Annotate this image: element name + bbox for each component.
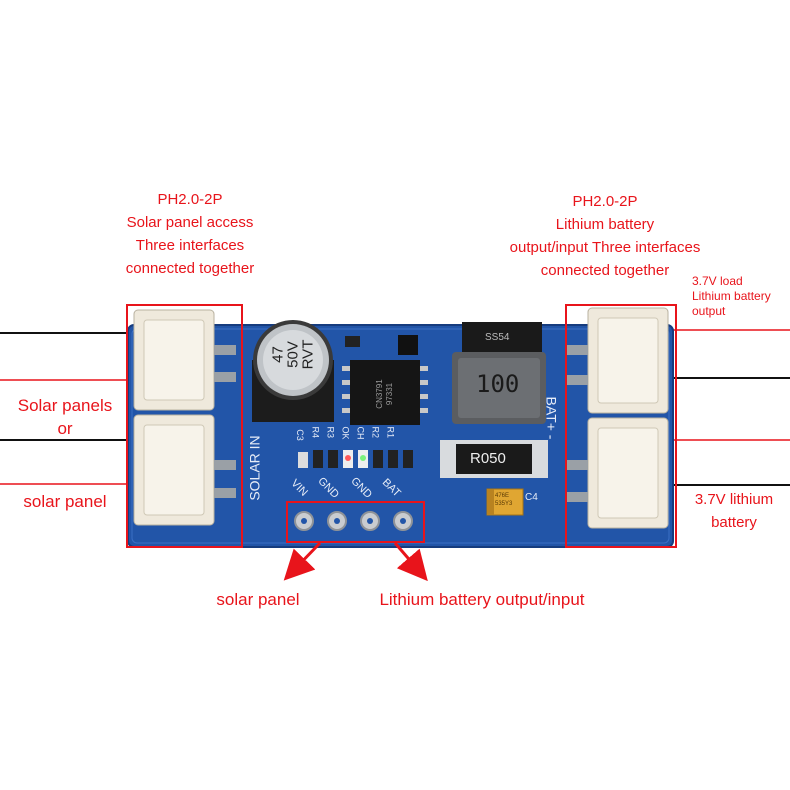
left-label-line-1: Solar panels	[17, 396, 113, 415]
right-header-line-1: PH2.0-2P	[572, 193, 638, 210]
shunt-resistor	[440, 440, 548, 478]
bat-label: BAT+ -	[543, 396, 560, 440]
inductor-marking: 100	[476, 370, 520, 398]
right-connector-box	[565, 304, 677, 548]
left-header-line-3: Three interfaces	[135, 237, 245, 254]
chip-line-1: CN3791	[375, 379, 384, 409]
label-r3: R3	[325, 426, 336, 439]
pin-header-box	[286, 501, 425, 543]
arrow-battery	[393, 542, 428, 582]
right-load-line-1: 3.7V load	[692, 274, 743, 288]
capacitor-marking: 47 50V RVT	[269, 332, 317, 378]
inductor	[452, 352, 546, 424]
left-solar-panel-annotation: solar panel	[23, 492, 107, 511]
solder-pads	[294, 511, 413, 531]
tantalum-line-1: 476E	[495, 493, 510, 499]
chip-marking: CN3791 97331	[375, 361, 395, 427]
arrow-solar-panel	[283, 541, 322, 581]
right-wires	[670, 329, 790, 486]
mosfet-marking: SS54	[485, 332, 510, 343]
right-header-annotation: PH2.0-2P Lithium battery output/input Th…	[480, 190, 730, 282]
right-header-line-3: output/input Three interfaces	[509, 239, 701, 256]
solar-in-label: SOLAR IN	[246, 435, 263, 501]
right-load-line-3: output	[692, 304, 726, 318]
tantalum-line-2: 535Y3	[495, 501, 513, 507]
left-header-line-2: Solar panel access	[126, 214, 254, 231]
right-connectors	[566, 307, 669, 529]
left-solar-panels-annotation: Solar panels or	[0, 394, 130, 440]
pin-labels: VIN GND GND BAT	[288, 475, 403, 501]
left-connectors	[133, 309, 236, 526]
bottom-battery-label: Lithium battery output/input	[379, 590, 585, 609]
c4-label: C4	[525, 492, 538, 503]
right-header-line-4: connected together	[540, 262, 670, 279]
right-load-annotation: 3.7V load Lithium battery output	[692, 274, 788, 319]
capacitor-line-1: 47	[269, 346, 287, 363]
component-labels: R4 R3 OK CH R2 R1	[309, 426, 397, 440]
right-battery-line-1: 3.7V lithium	[694, 491, 774, 508]
chip-line-2: 97331	[385, 382, 394, 406]
label-ch: CH	[355, 426, 366, 440]
tantalum-capacitor	[486, 488, 524, 516]
capacitor-line-3: RVT	[299, 339, 317, 370]
bottom-solar-panel-label: solar panel	[216, 590, 300, 609]
left-header-line-1: PH2.0-2P	[157, 191, 223, 208]
left-header-line-4: connected together	[125, 260, 255, 277]
ic-chip	[342, 360, 428, 425]
label-r2: R2	[370, 426, 381, 439]
left-wires	[0, 332, 135, 485]
right-header-line-2: Lithium battery	[555, 216, 655, 233]
label-ok: OK	[340, 426, 351, 440]
right-battery-annotation: 3.7V lithium battery	[680, 488, 788, 534]
transistor	[398, 335, 418, 355]
left-label-line-2: or	[57, 419, 73, 438]
capacitor	[252, 320, 334, 422]
resistor-marking: R050	[470, 450, 506, 467]
capacitor-line-2: 50V	[284, 341, 302, 368]
right-load-line-2: Lithium battery	[692, 289, 771, 303]
left-connector-box	[126, 304, 243, 548]
right-battery-line-2: battery	[711, 514, 757, 531]
smd-components	[298, 450, 413, 468]
tantalum-marking: 476E 535Y3	[495, 492, 512, 508]
label-r4: R4	[310, 426, 321, 439]
c3-label: C3	[294, 429, 305, 441]
label-r1: R1	[385, 426, 396, 439]
left-header-annotation: PH2.0-2P Solar panel access Three interf…	[90, 188, 290, 280]
